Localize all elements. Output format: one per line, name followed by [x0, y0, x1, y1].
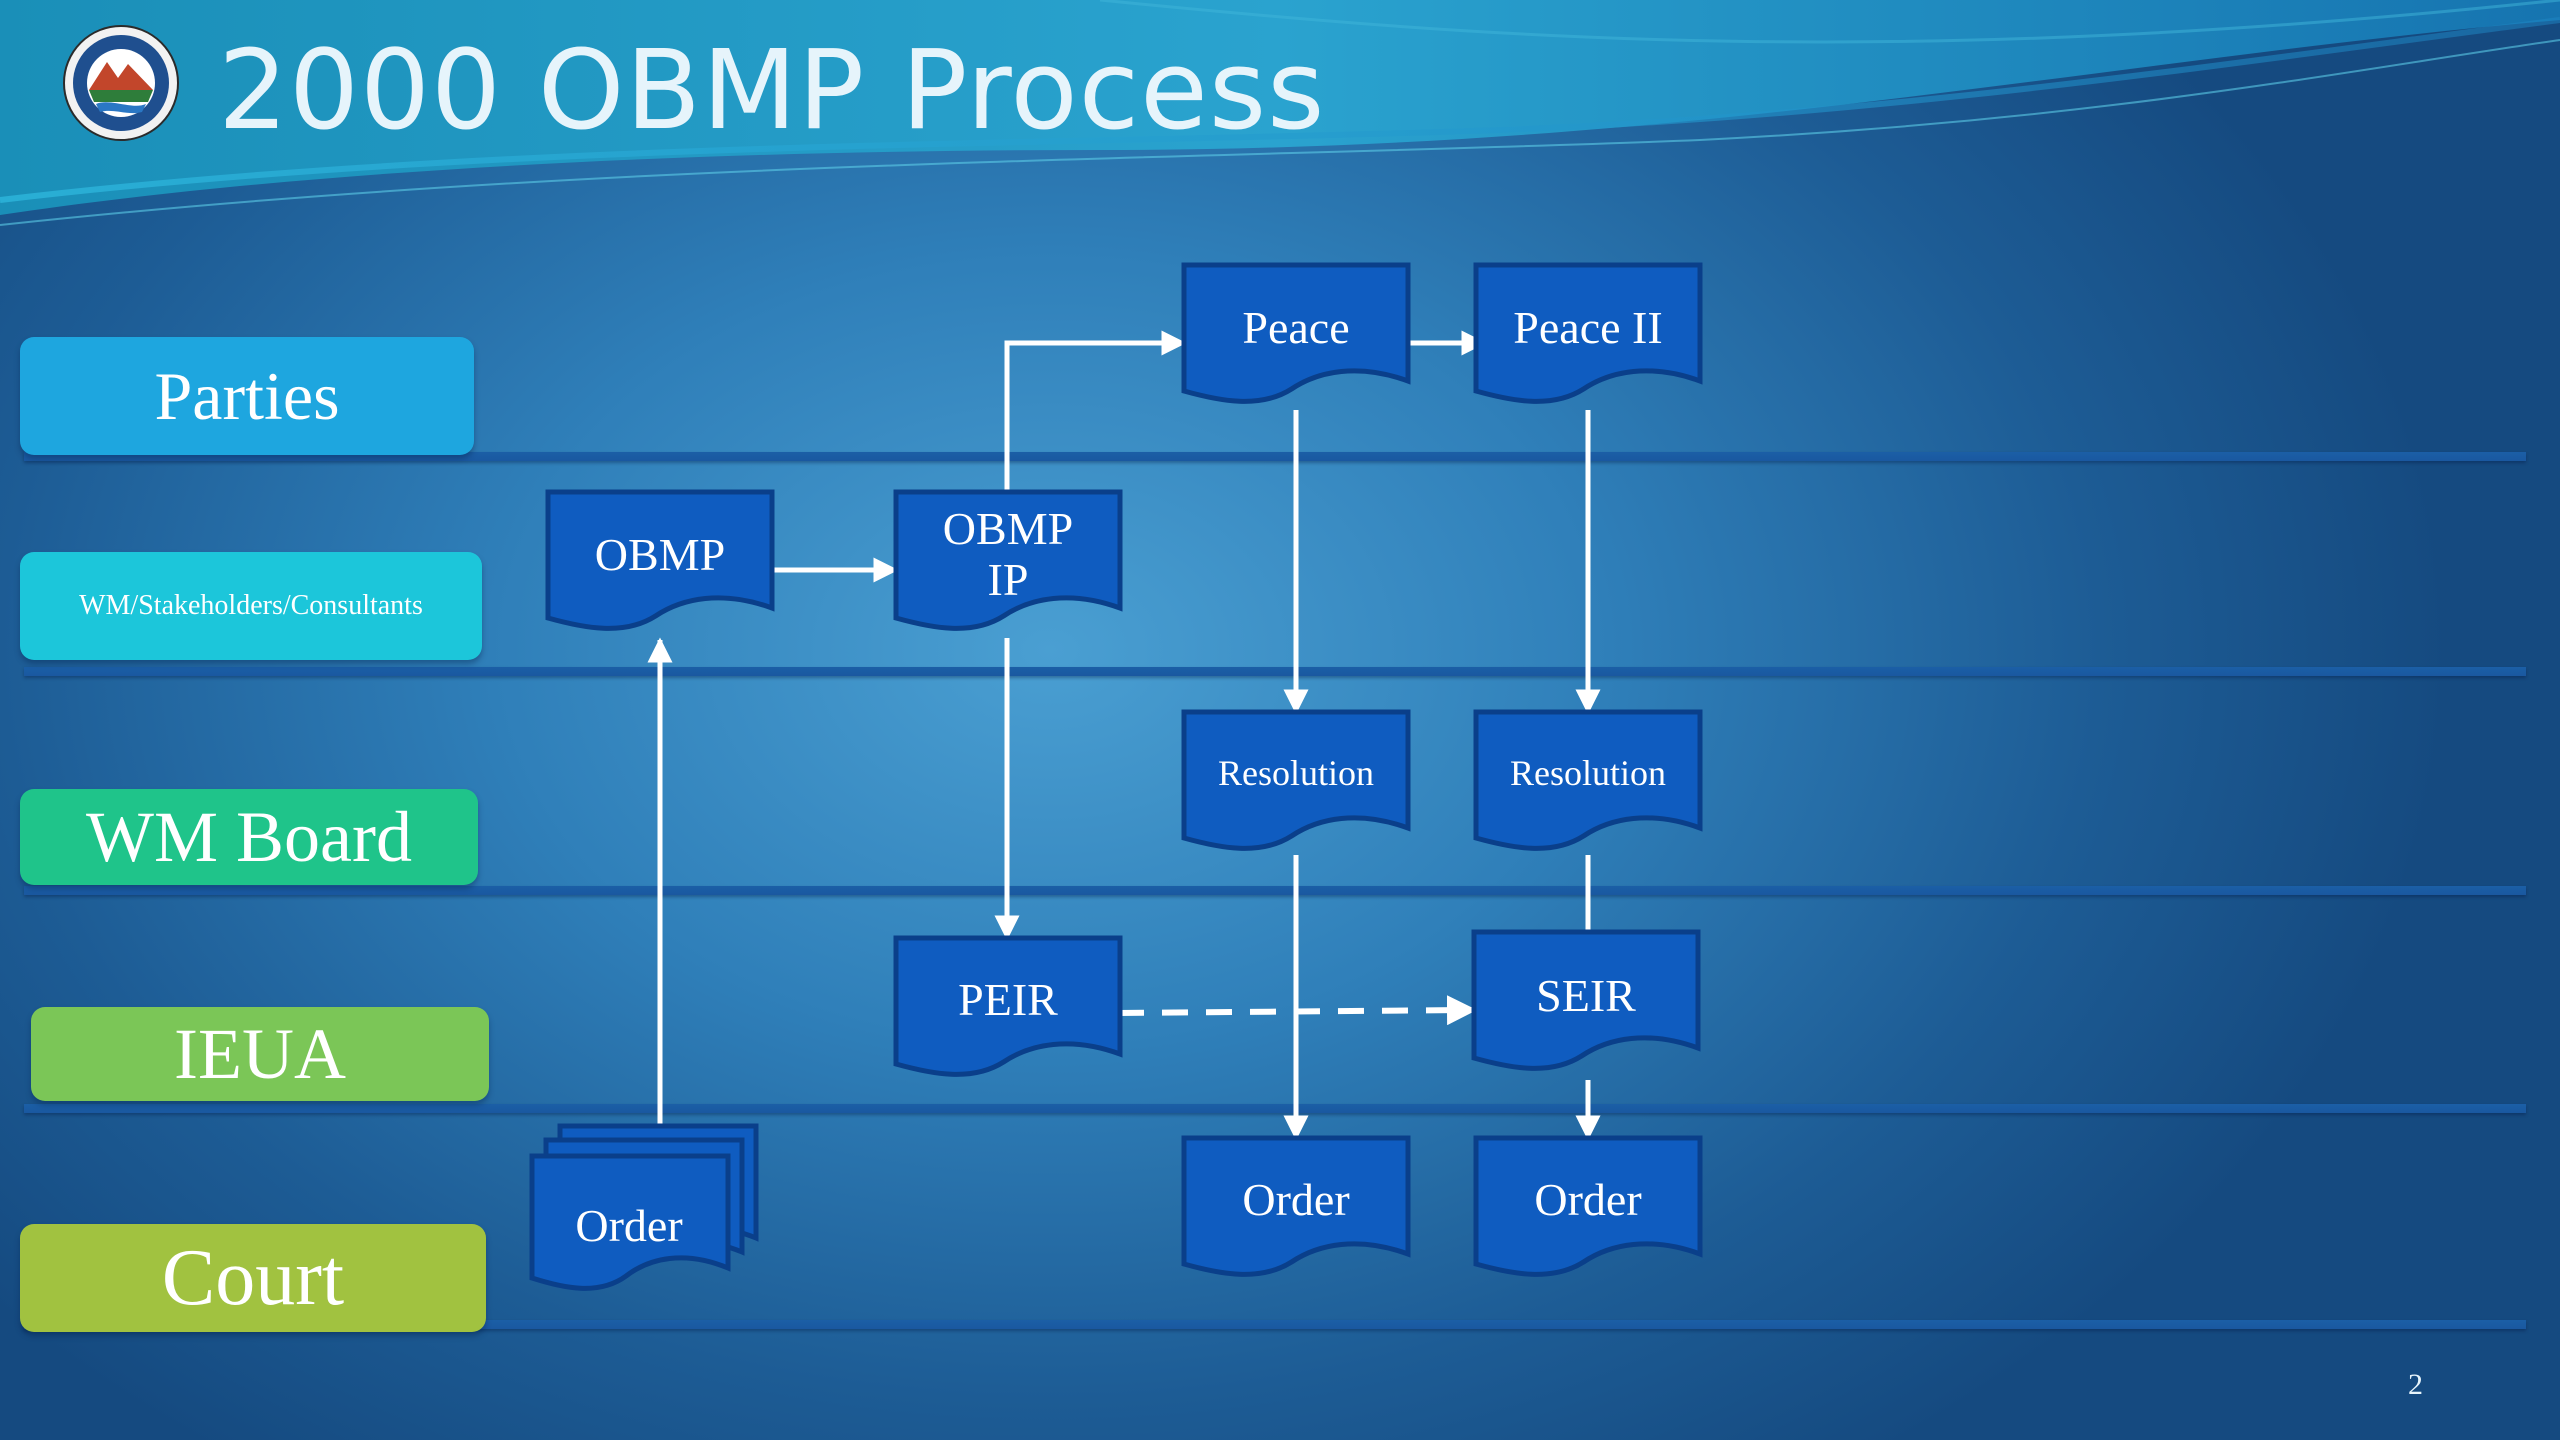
- node-resolution-2: Resolution: [1509, 753, 1666, 794]
- lane-divider-wm-stakeholders: [24, 667, 2526, 676]
- connector-peir-to-seir-dashed: [1117, 995, 1477, 1026]
- node-obmp: OBMP: [594, 528, 726, 580]
- node-seir: SEIR: [1536, 969, 1636, 1021]
- node-order-multi-shape: [529, 1153, 731, 1291]
- slide-title: 2000 OBMP Process: [218, 26, 1326, 154]
- node-obmp-ip: OBMP IP: [942, 503, 1074, 605]
- lane-divider-ieua: [24, 1104, 2526, 1113]
- node-order-1-shape: [1181, 1135, 1411, 1277]
- node-order-multi: Order: [575, 1199, 683, 1251]
- node-resolution-1: Resolution: [1217, 753, 1374, 794]
- node-order-2-shape: [1473, 1135, 1703, 1277]
- node-obmp-ip-shape: [893, 489, 1123, 631]
- node-resolution-1-shape: [1181, 709, 1411, 851]
- lane-label-wm-stakeholders: WM/Stakeholders/Consultants: [20, 552, 482, 660]
- lane-label-court: Court: [20, 1224, 486, 1332]
- lane-label-ieua: IEUA: [31, 1007, 489, 1101]
- node-peace-ii-shape: [1473, 262, 1703, 404]
- lane-divider-court: [24, 1320, 2526, 1329]
- node-order-2: Order: [1534, 1173, 1642, 1225]
- lane-divider-wm-board: [24, 886, 2526, 895]
- node-peace-ii: Peace II: [1513, 301, 1663, 353]
- node-peace: Peace: [1242, 301, 1350, 353]
- header-wave-decoration: [0, 0, 2560, 226]
- node-peir: PEIR: [958, 973, 1058, 1025]
- lane-label-wm-board: WM Board: [20, 789, 478, 885]
- node-order-1: Order: [1242, 1173, 1350, 1225]
- lane-label-parties: Parties: [20, 337, 474, 455]
- connector-obmp-ip-to-peace: [1004, 330, 1187, 492]
- node-resolution-2-shape: [1473, 709, 1703, 851]
- node-seir-shape: [1471, 929, 1701, 1071]
- lane-divider-parties: [24, 452, 2526, 461]
- page-number: 2: [2408, 1368, 2423, 1401]
- node-peir-shape: [893, 935, 1123, 1077]
- node-peace-shape: [1181, 262, 1411, 404]
- node-obmp-shape: [545, 489, 775, 631]
- logo-seal: [63, 25, 179, 141]
